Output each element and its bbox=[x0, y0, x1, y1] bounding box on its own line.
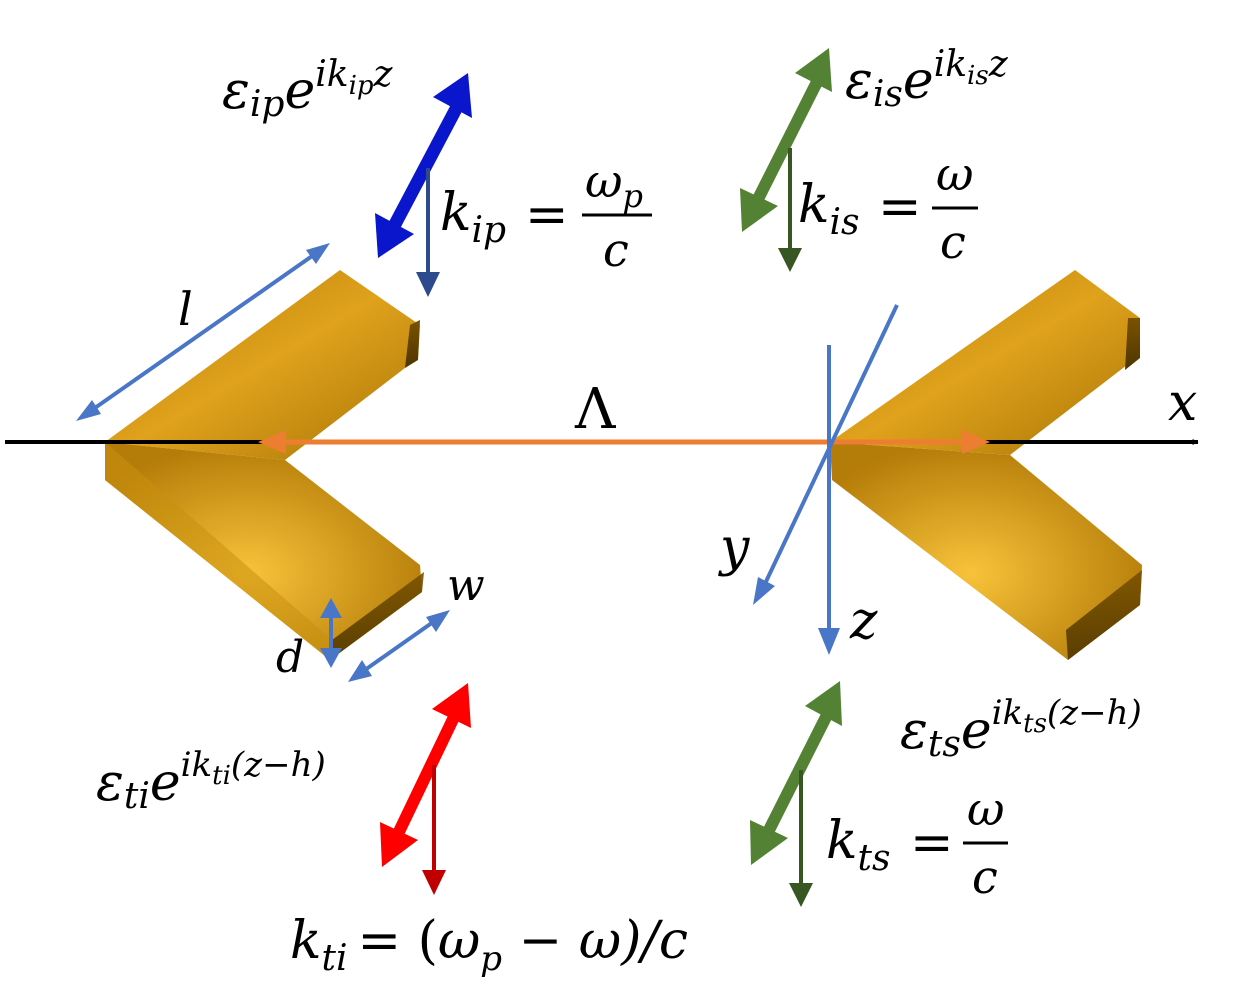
idler-field-arrow bbox=[380, 683, 471, 867]
signal-field-arrow-transmitted bbox=[750, 681, 842, 865]
z-axis bbox=[818, 345, 840, 655]
signal-k-equation-transmitted: kts = ω c bbox=[826, 782, 1008, 904]
signal-field-arrow-incident bbox=[740, 48, 832, 232]
pump-k-arrow bbox=[416, 168, 440, 297]
thickness-label: d bbox=[276, 632, 304, 683]
width-dimension-arrow bbox=[348, 610, 450, 682]
signal-field-label-incident: εiseikisz bbox=[845, 44, 1009, 115]
signal-k-equation-incident: kis = ω c bbox=[798, 147, 978, 269]
signal-k-equals-transmitted: = bbox=[910, 813, 954, 873]
signal-field-label-transmitted: εtseikts(z−h) bbox=[900, 693, 1142, 765]
signal-k-arrow-incident bbox=[778, 148, 802, 272]
length-label: l bbox=[178, 282, 193, 336]
signal-k-lhs-transmitted: kts bbox=[826, 811, 890, 879]
left-v-antenna bbox=[105, 270, 424, 660]
signal-k-denominator-transmitted: c bbox=[972, 850, 998, 904]
period-label: Λ bbox=[574, 377, 616, 442]
pump-k-numerator: ωp bbox=[585, 154, 643, 215]
z-axis-label: z bbox=[849, 591, 878, 651]
signal-k-numerator-transmitted: ω bbox=[967, 782, 1005, 836]
pump-k-denominator: c bbox=[603, 223, 629, 277]
idler-k-arrow bbox=[422, 765, 446, 895]
length-dimension-arrow bbox=[76, 243, 330, 421]
thickness-dimension-arrow bbox=[320, 598, 342, 668]
signal-k-lhs-incident: kis bbox=[798, 175, 860, 243]
pump-field-label: εipeikipz bbox=[222, 54, 394, 125]
width-label: w bbox=[447, 560, 485, 611]
period-arrow bbox=[258, 430, 990, 454]
signal-k-numerator-incident: ω bbox=[936, 147, 974, 201]
signal-k-equals-incident: = bbox=[878, 177, 922, 237]
pump-k-lhs: kip bbox=[440, 183, 506, 251]
signal-k-denominator-incident: c bbox=[940, 215, 966, 269]
pump-k-equation: kip = ωp c bbox=[440, 154, 652, 277]
idler-field-label: εtieikti(z−h) bbox=[96, 745, 326, 817]
pump-field-arrow bbox=[375, 73, 472, 258]
signal-k-arrow-transmitted bbox=[789, 770, 813, 907]
x-axis-label: x bbox=[1168, 373, 1197, 433]
right-v-antenna bbox=[830, 270, 1142, 660]
pump-k-equals: = bbox=[525, 185, 569, 245]
y-axis-label: y bbox=[718, 518, 750, 578]
idler-k-equation: kti= (ωp − ω)/c bbox=[290, 911, 688, 979]
